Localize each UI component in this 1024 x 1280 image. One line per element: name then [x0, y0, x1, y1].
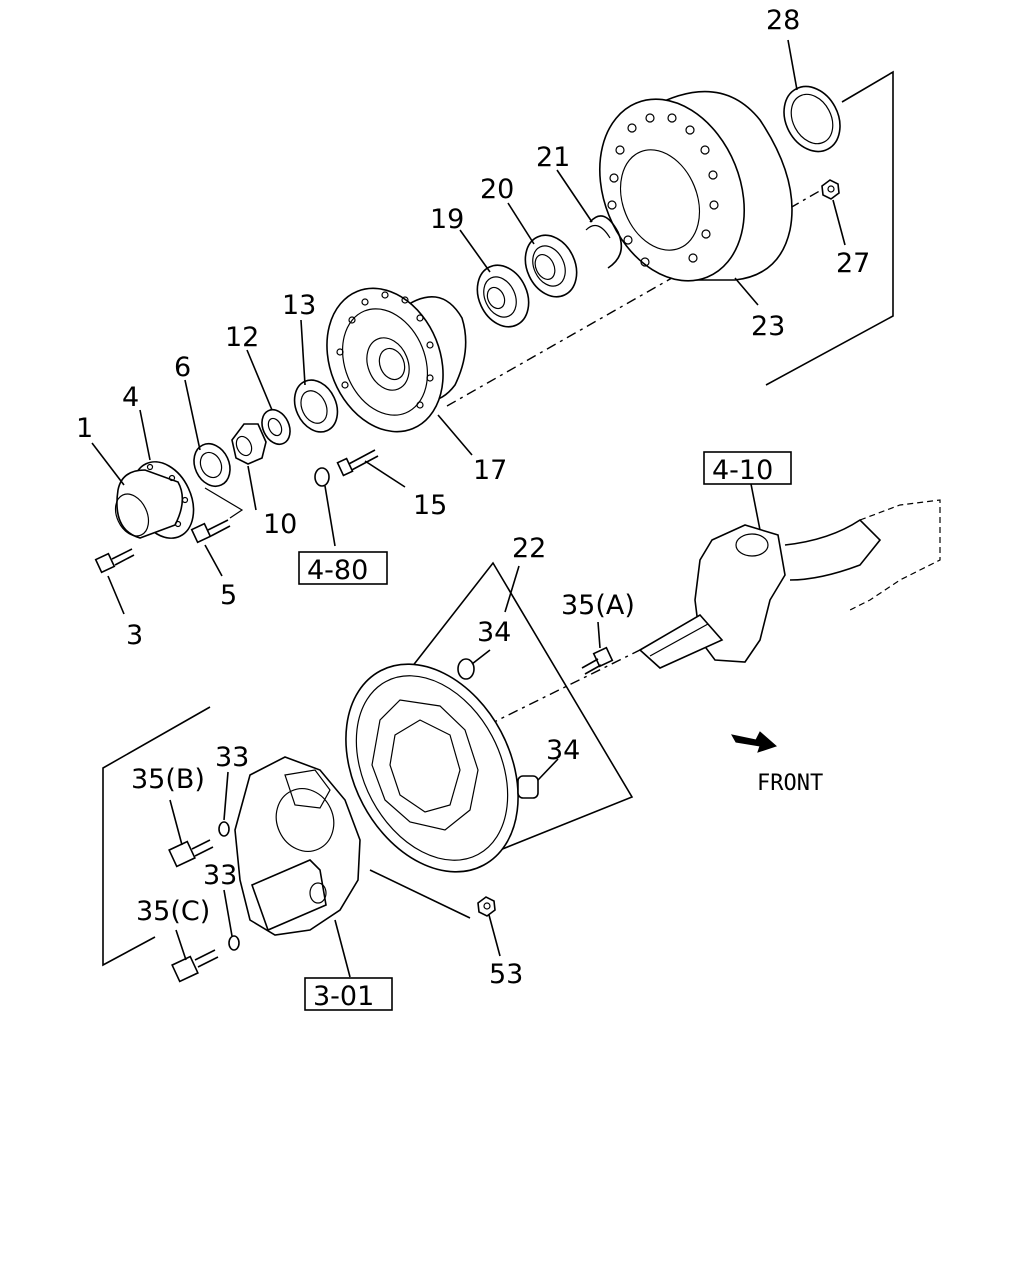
- oil-seal-28: [783, 85, 841, 153]
- snap-ring-21: [585, 215, 623, 269]
- ref-label-4-80: 4-80: [307, 555, 368, 586]
- callout-20: 20: [480, 174, 514, 205]
- hub-bolt-15: [336, 449, 379, 477]
- front-label: FRONT: [757, 771, 823, 796]
- callout-22: 22: [512, 533, 546, 564]
- callout-10: 10: [263, 509, 297, 540]
- callout-13: 13: [282, 290, 316, 321]
- washer-33-upper: [218, 821, 230, 837]
- backing-plate-22: [345, 663, 519, 873]
- bearing-13: [293, 379, 339, 433]
- bearing-19: [476, 264, 530, 328]
- callout-17: 17: [473, 455, 507, 486]
- anchor-plate-group-bracket: [102, 706, 471, 967]
- washer-33-lower: [228, 935, 240, 951]
- nut-4-80: [314, 467, 330, 487]
- callout-34-lower: 34: [546, 735, 580, 766]
- callout-23: 23: [751, 311, 785, 342]
- callout-35c: 35(C): [136, 896, 210, 927]
- bolt-3: [94, 548, 135, 574]
- ref-box-4-80[interactable]: 4-80: [298, 551, 388, 586]
- callout-3: 3: [126, 620, 143, 651]
- plug-34-lower: [517, 775, 539, 799]
- callout-4: 4: [122, 382, 139, 413]
- ref-box-4-10[interactable]: 4-10: [703, 451, 792, 486]
- callout-21: 21: [536, 142, 570, 173]
- drum-group-bracket: [765, 70, 894, 386]
- callout-28: 28: [766, 5, 800, 36]
- bearing-20: [524, 234, 578, 298]
- steering-knuckle-axle: [638, 499, 941, 669]
- nut-27: [821, 179, 840, 200]
- callout-35a: 35(A): [561, 590, 635, 621]
- callout-15: 15: [413, 490, 447, 521]
- callout-5: 5: [220, 580, 237, 611]
- hub-nut-10: [231, 423, 267, 465]
- ref-label-4-10: 4-10: [712, 455, 773, 486]
- bolt-5: [190, 519, 231, 544]
- front-arrow-icon: [731, 731, 777, 753]
- ref-label-3-01: 3-01: [313, 981, 374, 1012]
- brake-drum-23: [598, 90, 793, 282]
- nut-53: [477, 896, 496, 917]
- hub-cap-1: [114, 461, 195, 539]
- callout-27: 27: [836, 248, 870, 279]
- bolt-35a: [581, 646, 614, 675]
- gasket-6: [193, 443, 244, 519]
- ref-box-3-01[interactable]: 3-01: [304, 977, 393, 1012]
- callout-53: 53: [489, 959, 523, 990]
- callout-1: 1: [76, 413, 93, 444]
- callout-33-lower: 33: [203, 860, 237, 891]
- axis-line-lower: [487, 649, 641, 726]
- callout-6: 6: [174, 352, 191, 383]
- washer-12: [261, 408, 291, 446]
- callout-34-upper: 34: [477, 617, 511, 648]
- plug-34-upper: [457, 658, 475, 680]
- callout-33-upper: 33: [215, 742, 249, 773]
- anchor-plate-3-01: [234, 756, 361, 936]
- backing-plate-group-bracket: [407, 561, 634, 851]
- callout-35b: 35(B): [131, 764, 205, 795]
- bolt-35c: [171, 949, 219, 983]
- callout-19: 19: [430, 204, 464, 235]
- callout-12: 12: [225, 322, 259, 353]
- leader-lines: [91, 39, 846, 978]
- wheel-hub-17: [326, 287, 467, 433]
- bolt-35b: [168, 839, 214, 868]
